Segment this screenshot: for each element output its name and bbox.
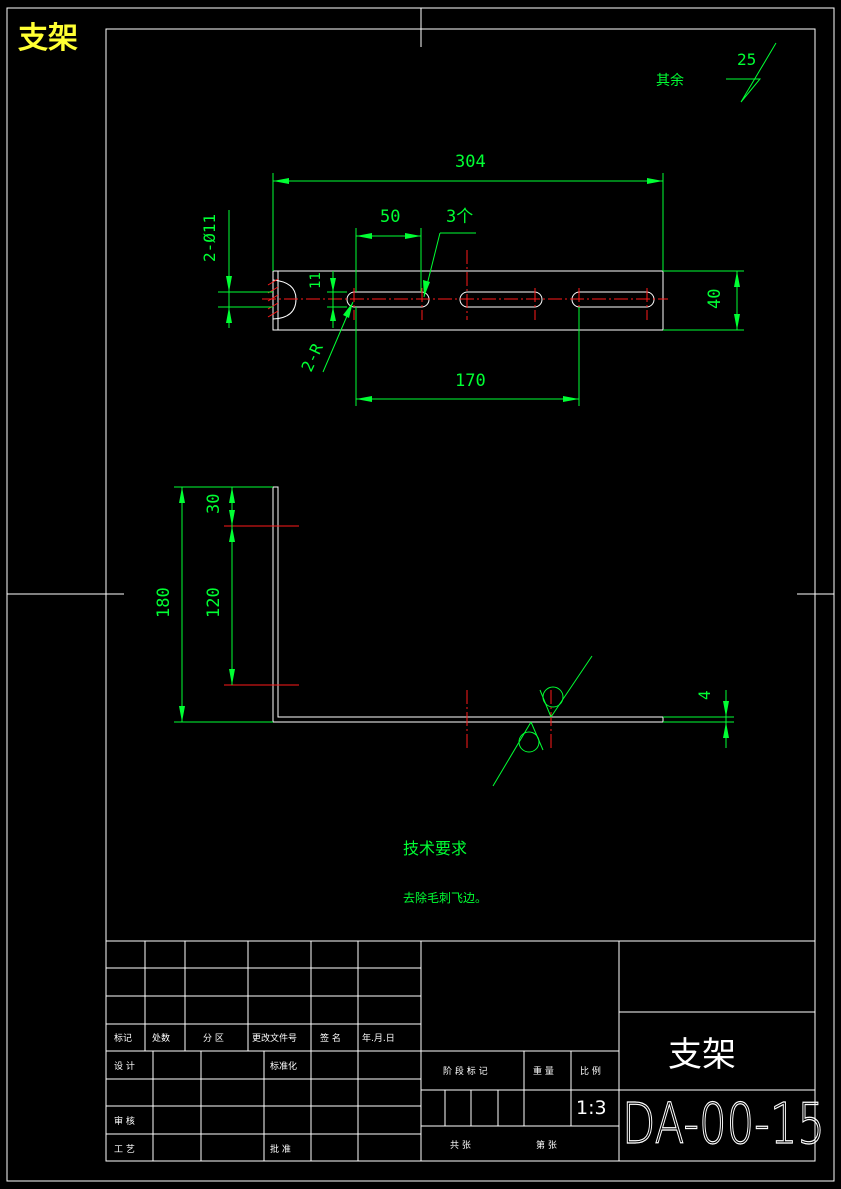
tech-heading: 技术要求 (403, 839, 467, 858)
arrow (229, 669, 235, 685)
arrow (734, 271, 740, 287)
arrow (356, 396, 372, 402)
dim-phi-text: 2-Ø11 (200, 214, 219, 262)
arrow (226, 307, 232, 323)
tb-scale-value: 1:3 (576, 1097, 607, 1119)
tb-label-weight: 重 量 (533, 1065, 554, 1077)
tb-drawing-no: DA-00-15 (622, 1092, 825, 1157)
dim-50-text: 50 (380, 207, 400, 227)
dim-4-text: 4 (695, 690, 714, 700)
dim-170-text: 170 (455, 371, 486, 391)
tb-label-stage: 阶 段 标 记 (443, 1065, 488, 1077)
tb-part-name: 支架 (668, 1035, 736, 1075)
hatch-1 (267, 278, 279, 286)
arrow (356, 233, 372, 239)
tb-label-approve: 批 准 (270, 1143, 291, 1155)
tb-label-sheet: 第 张 (536, 1139, 557, 1151)
hatch-5 (267, 310, 279, 318)
symbol-leg-bottom (530, 721, 544, 751)
arrow (229, 487, 235, 503)
arrow (563, 396, 579, 402)
tb-label-sign: 签 名 (320, 1032, 341, 1044)
dim-40-text: 40 (705, 289, 725, 309)
tb-label-mark: 标记 (114, 1032, 132, 1044)
bracket-plate-top-view (272, 270, 664, 331)
arrow (330, 278, 336, 292)
arrow (405, 233, 421, 239)
dim-304-text: 304 (455, 152, 486, 172)
tb-label-review: 审 核 (114, 1115, 135, 1127)
tech-note: 去除毛刺飞边。 (403, 890, 487, 905)
arrow (229, 526, 235, 542)
symbol-line-bottom (492, 721, 532, 787)
tb-label-date: 年.月.日 (362, 1032, 395, 1044)
arrow (226, 276, 232, 292)
arrow (423, 280, 430, 297)
symbol-line-top (550, 655, 593, 718)
hatch-3 (267, 294, 279, 302)
tb-label-zone: 分 区 (203, 1033, 224, 1044)
dim-180-text: 180 (154, 587, 174, 618)
tb-label-change: 更改文件号 (252, 1032, 297, 1044)
tb-label-craft: 工 艺 (114, 1144, 135, 1155)
hatch-4 (267, 302, 279, 310)
inner-border (105, 28, 816, 1162)
tb-label-standard: 标准化 (270, 1060, 297, 1072)
title-block (106, 940, 815, 1161)
tb-label-count: 处数 (152, 1032, 170, 1044)
arrow (330, 307, 336, 321)
dim-r-text: 2-R (297, 340, 327, 375)
tb-label-design: 设 计 (114, 1060, 135, 1072)
arrow (647, 178, 663, 184)
dim-3-text: 3个 (446, 207, 473, 227)
dim-30-text: 30 (204, 494, 224, 514)
arrow (229, 510, 235, 526)
arrow (734, 314, 740, 330)
roughness-label: 其余 (656, 72, 684, 89)
tb-label-total: 共 张 (450, 1140, 471, 1151)
bracket-front-view (272, 486, 664, 723)
tb-label-scale: 比 例 (580, 1065, 601, 1077)
dim-11-text: 11 (308, 272, 324, 289)
roughness-value: 25 (737, 50, 756, 69)
arrow (343, 302, 353, 318)
arrow (723, 701, 729, 717)
arrow (179, 487, 185, 503)
arrow (179, 706, 185, 722)
arrow (723, 722, 729, 738)
sheet-title: 支架 (18, 21, 78, 56)
dim-120-text: 120 (204, 587, 224, 618)
arrow (273, 178, 289, 184)
roughness-symbol (726, 42, 777, 103)
symbol-leg-top (539, 689, 552, 718)
symbol-circle-bottom (518, 731, 540, 753)
